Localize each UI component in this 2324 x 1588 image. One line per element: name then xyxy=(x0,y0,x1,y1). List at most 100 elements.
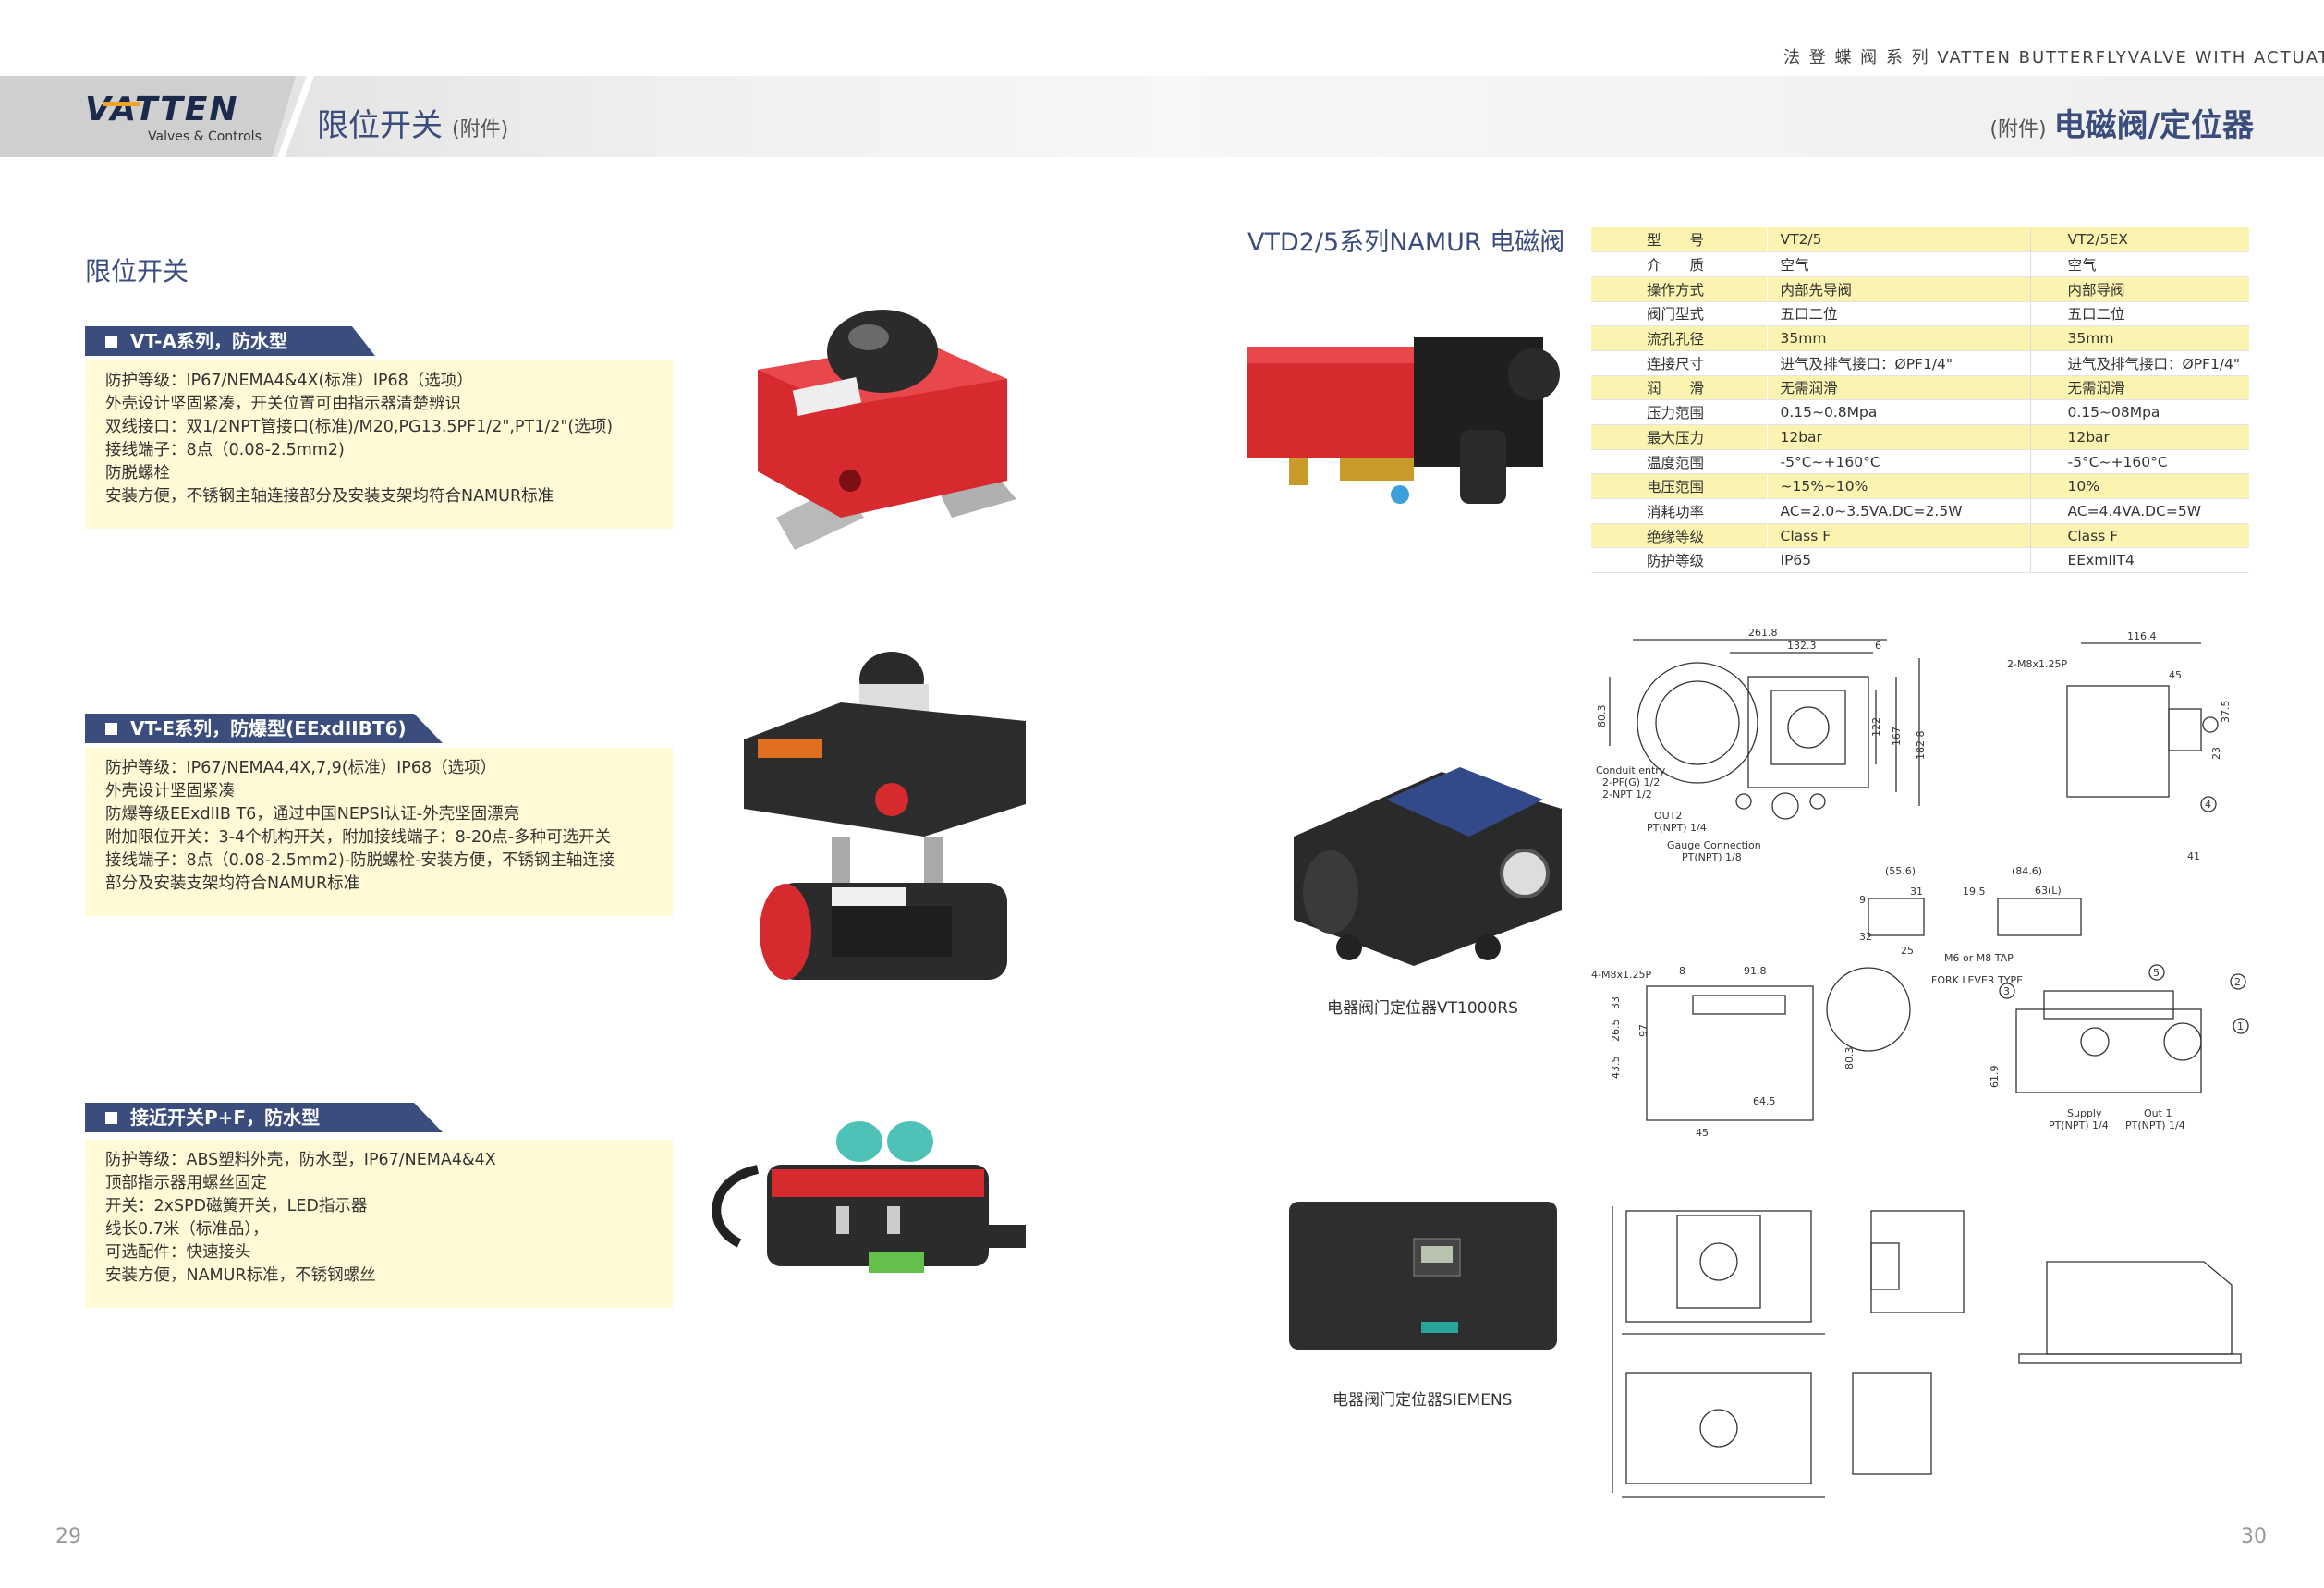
table-row: 连接尺寸进气及排气接口：ØPF1/4"进气及排气接口：ØPF1/4" xyxy=(1591,350,2249,376)
positioner-vt1000rs-caption: 电器阀门定位器VT1000RS xyxy=(1327,999,1518,1018)
desc-line: 防护等级：IP67/NEMA4&4X(标准）IP68（选项） xyxy=(105,372,473,390)
dim-label: 63(L) xyxy=(2035,885,2062,897)
dim-label: 182.8 xyxy=(1915,731,1927,761)
dim-label: 31 xyxy=(1910,886,1923,898)
table-cell: IP65 xyxy=(1766,547,2030,574)
table-cell: 0.15~0.8Mpa xyxy=(1766,399,2030,425)
annotation: 4-M8x1.25P xyxy=(1591,969,1651,981)
table-cell: 连接尺寸 xyxy=(1591,350,1767,376)
dim-label: 167 xyxy=(1891,727,1903,746)
product-desc-vt-e: 防护等级：IP67/NEMA4,4X,7,9(标准）IP68（选项） 外壳设计坚… xyxy=(85,748,673,916)
table-cell: VT2/5 xyxy=(1766,227,2030,253)
annotation: Conduit entry xyxy=(1596,764,1666,776)
dim-label: 3 xyxy=(2003,985,2010,997)
dim-label: 19.5 xyxy=(1963,886,1986,898)
desc-line: 部分及安装支架均符合NAMUR标准 xyxy=(105,874,360,893)
annotation: PT(NPT) 1/8 xyxy=(1682,851,1742,863)
table-cell: 防护等级 xyxy=(1591,547,1767,574)
siemens-technical-drawing xyxy=(1612,1206,2242,1498)
table-cell: 进气及排气接口：ØPF1/4" xyxy=(2029,350,2249,376)
product-desc-vt-a: 防护等级：IP67/NEMA4&4X(标准）IP68（选项） 外壳设计坚固紧凑，… xyxy=(85,360,673,529)
dim-label: 1 xyxy=(2237,1020,2244,1032)
dim-label: 5 xyxy=(2153,967,2160,979)
dim-label: 261.8 xyxy=(1748,627,1778,639)
table-row: 操作方式内部先导阀内部导阀 xyxy=(1591,276,2249,302)
square-bullet-icon xyxy=(105,335,117,348)
annotation: PT(NPT) 1/4 xyxy=(2049,1119,2109,1131)
dim-label: 132.3 xyxy=(1787,640,1817,652)
table-cell: 流孔孔径 xyxy=(1591,325,1767,351)
dim-label: (55.6) xyxy=(1885,865,1916,877)
table-cell: 35mm xyxy=(1766,325,2030,351)
series-line: 法 登 蝶 阀 系 列 VATTEN BUTTERFLYVALVE WITH A… xyxy=(1783,48,2324,67)
dim-label: 8 xyxy=(1679,965,1685,977)
annotation: Out 1 xyxy=(2144,1107,2172,1119)
page-number-left: 29 xyxy=(55,1525,81,1548)
left-title-suffix: (附件) xyxy=(452,118,509,141)
desc-line: 开关：2xSPD磁簧开关，LED指示器 xyxy=(105,1197,368,1215)
positioner-technical-drawing: 261.8 132.3 6 182.8 167 122 80.3 Conduit… xyxy=(1591,627,2249,1139)
table-cell: 压力范围 xyxy=(1591,399,1767,425)
table-cell: 温度范围 xyxy=(1591,449,1767,475)
desc-line: 接线端子：8点（0.08-2.5mm2)-防脱螺栓-安装方便，不锈钢主轴连接 xyxy=(105,851,615,870)
annotation: M6 or M8 TAP xyxy=(1944,952,2014,964)
table-cell: EExmIIT4 xyxy=(2029,547,2249,574)
dim-label: 45 xyxy=(2169,669,2182,681)
dim-label: 33 xyxy=(1610,996,1622,1009)
table-header-row: 型 号 VT2/5 VT2/5EX xyxy=(1591,227,2249,253)
table-cell: 12bar xyxy=(2029,424,2249,450)
annotation: 2-NPT 1/2 xyxy=(1602,788,1652,800)
table-cell: 绝缘等级 xyxy=(1591,523,1767,549)
dim-label: 64.5 xyxy=(1753,1095,1776,1107)
dim-label: 6 xyxy=(1875,640,1881,652)
solenoid-spec-table: 型 号 VT2/5 VT2/5EX 介 质空气空气操作方式内部先导阀内部导阀阀门… xyxy=(1591,227,2249,574)
desc-line: 防爆等级EExdIIB T6，通过中国NEPSI认证-外壳坚固漂亮 xyxy=(105,805,520,824)
band-label: 接近开关P+F，防水型 xyxy=(130,1106,321,1129)
annotation: 2-PF(G) 1/2 xyxy=(1602,776,1660,788)
dim-label: (84.6) xyxy=(2012,865,2042,877)
desc-line: 接线端子：8点（0.08-2.5mm2) xyxy=(105,441,345,459)
dim-label: 61.9 xyxy=(1989,1066,2001,1089)
dim-label: 43.5 xyxy=(1610,1057,1622,1080)
vt-e-limit-switch-image xyxy=(744,652,1026,980)
table-cell: 空气 xyxy=(2029,251,2249,277)
right-title-text: 电磁阀/定位器 xyxy=(2053,107,2254,144)
table-cell: 最大压力 xyxy=(1591,424,1767,450)
solenoid-valve-image xyxy=(1247,337,1560,504)
logo-text: VATTEN xyxy=(85,92,239,128)
left-page-title: 限位开关(附件) xyxy=(317,100,508,145)
table-cell: 电压范围 xyxy=(1591,473,1767,500)
dim-label: 26.5 xyxy=(1610,1020,1622,1043)
table-cell: 无需润滑 xyxy=(2029,375,2249,401)
dim-label: 80.3 xyxy=(1843,1047,1856,1070)
dim-label: 45 xyxy=(1696,1127,1709,1139)
pf-proximity-switch-image xyxy=(712,1121,1026,1273)
dim-label: 32 xyxy=(1859,931,1872,943)
table-cell: ~15%~10% xyxy=(1766,473,2030,500)
table-cell: 介 质 xyxy=(1591,251,1767,277)
desc-line: 安装方便，不锈钢主轴连接部分及安装支架均符合NAMUR标准 xyxy=(105,487,554,506)
table-cell: -5°C~+160°C xyxy=(2029,449,2249,475)
page-number-right: 30 xyxy=(2241,1525,2267,1548)
table-cell: VT2/5EX xyxy=(2029,227,2249,253)
vt-a-limit-switch-image xyxy=(758,310,1016,550)
table-cell: AC=4.4VA.DC=5W xyxy=(2029,498,2249,524)
band-label: VT-A系列，防水型 xyxy=(130,330,287,352)
table-cell: 进气及排气接口：ØPF1/4" xyxy=(1766,350,2030,376)
annotation: PT(NPT) 1/4 xyxy=(2125,1119,2185,1131)
logo-subtitle: Valves & Controls xyxy=(148,129,262,144)
table-cell: 无需润滑 xyxy=(1766,375,2030,401)
product-desc-pf: 防护等级：ABS塑料外壳，防水型，IP67/NEMA4&4X 顶部指示器用螺丝固… xyxy=(85,1140,673,1308)
table-cell: -5°C~+160°C xyxy=(1766,449,2030,475)
dim-label: 2 xyxy=(2234,976,2241,988)
table-cell: 阀门型式 xyxy=(1591,301,1767,327)
square-bullet-icon xyxy=(105,722,117,735)
table-cell: AC=2.0~3.5VA.DC=2.5W xyxy=(1766,498,2030,524)
dim-label: 9 xyxy=(1859,894,1866,906)
band-label: VT-E系列，防爆型(EExdIIBT6) xyxy=(130,717,407,739)
right-page-title: (附件)电磁阀/定位器 xyxy=(1989,100,2254,145)
product-band-vt-a: VT-A系列，防水型 xyxy=(85,326,375,356)
